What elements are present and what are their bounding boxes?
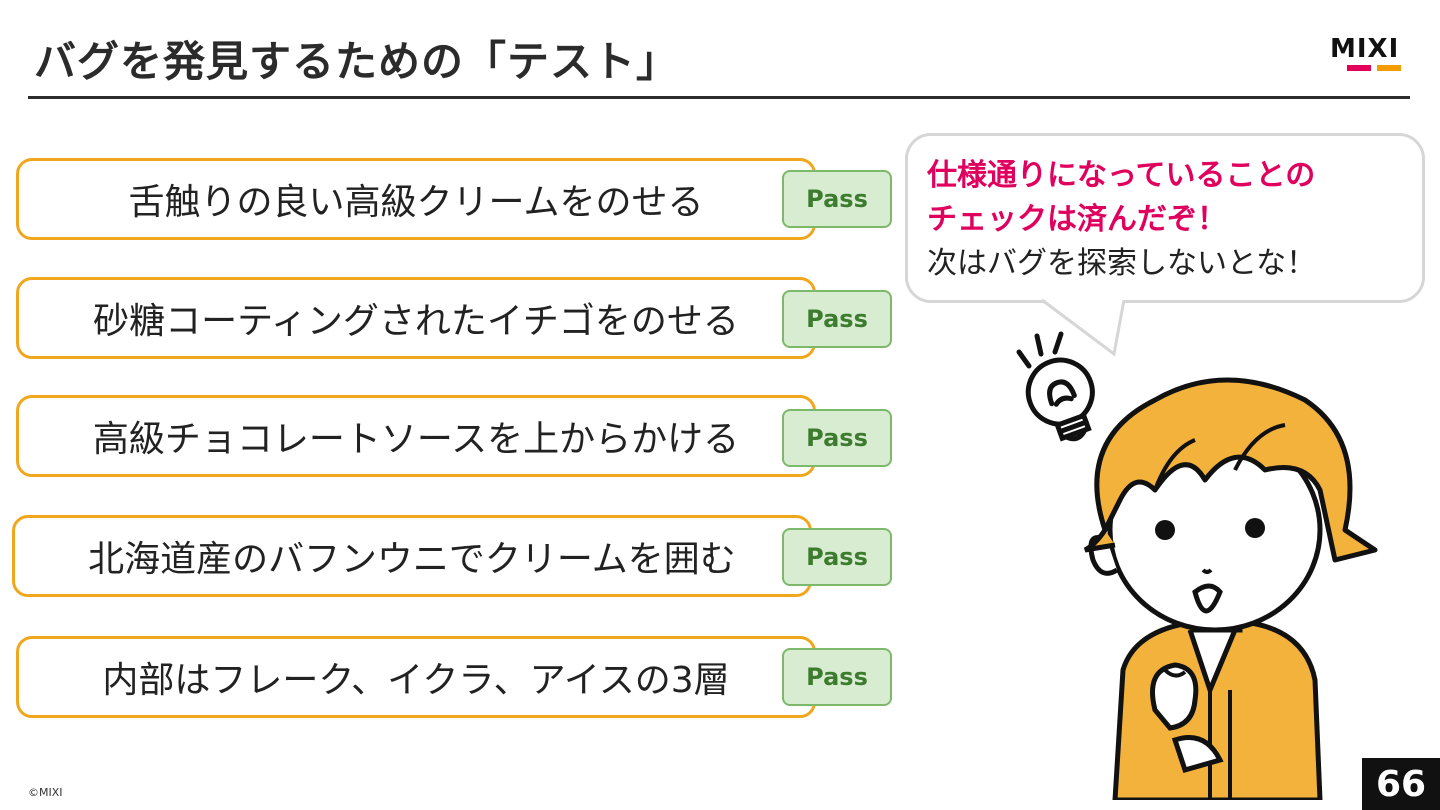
logo-bars [1347, 65, 1412, 71]
thinking-person-illustration [1016, 331, 1378, 800]
bubble-line: 次はバグを探索しないとな！ [927, 246, 1317, 281]
pass-badge: Pass [782, 170, 892, 228]
test-item: 北海道産のバフンウニでクリームを囲む [12, 515, 812, 597]
pass-badge: Pass [782, 528, 892, 586]
logo-bar-pink [1347, 65, 1371, 71]
pass-badge: Pass [782, 409, 892, 467]
speech-bubble-tail [1041, 298, 1126, 357]
lightbulb-icon [1016, 331, 1095, 442]
bubble-highlight-line: 仕様通りになっていることの [927, 158, 1316, 193]
mixi-logo: MIXI [1330, 36, 1412, 76]
logo-bar-orange [1377, 65, 1401, 71]
slide-title: バグを発見するための「テスト」 [34, 37, 680, 86]
pass-badge: Pass [782, 648, 892, 706]
speech-bubble [905, 133, 1425, 303]
pass-badge: Pass [782, 290, 892, 348]
logo-text: MIXI [1330, 34, 1400, 64]
page-number: 66 [1362, 758, 1440, 810]
test-item: 舌触りの良い高級クリームをのせる [16, 158, 816, 240]
test-item: 内部はフレーク、イクラ、アイスの3層 [16, 636, 816, 718]
test-item: 高級チョコレートソースを上からかける [16, 395, 816, 477]
test-item: 砂糖コーティングされたイチゴをのせる [16, 277, 816, 359]
speech-bubble-text: 仕様通りになっていることの チェックは済んだぞ！ 次はバグを探索しないとな！ [927, 154, 1316, 286]
bubble-highlight-line: チェックは済んだぞ！ [927, 202, 1227, 237]
title-divider [28, 96, 1410, 99]
copyright-notice: ©MIXI [28, 786, 63, 799]
